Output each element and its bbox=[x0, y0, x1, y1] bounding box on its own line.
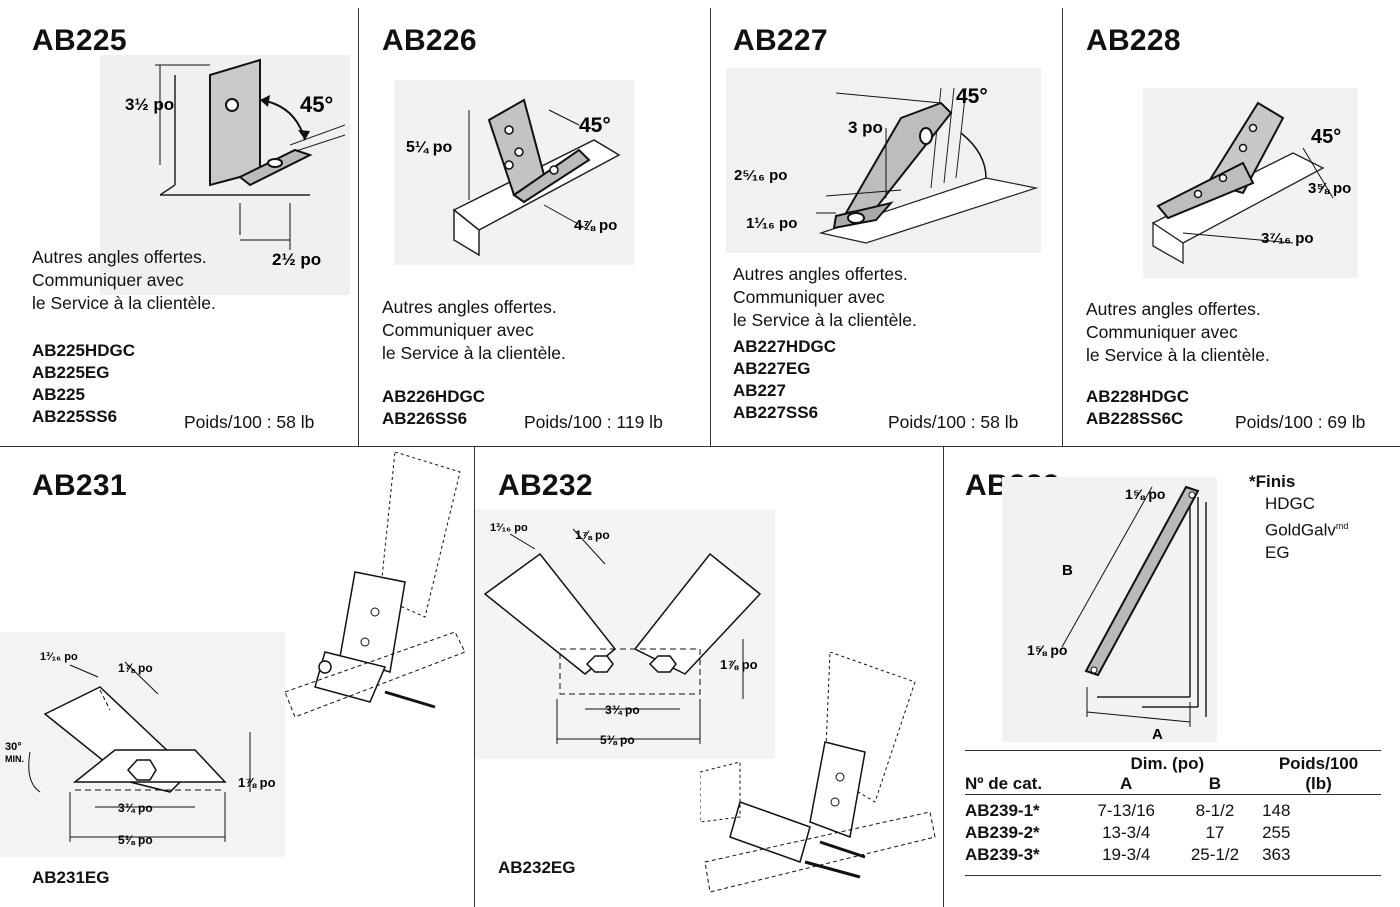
finishes-list: *Finis HDGC GoldGalvmd EG bbox=[1249, 471, 1348, 564]
dim-angle: 45° bbox=[956, 85, 988, 108]
ab231-drawing: 1³⁄₁₆ po 1⅞ po 30° MIN. 1⅞ po 3¾ po 5⅜ p… bbox=[0, 632, 285, 857]
note-text: Autres angles offertes. Communiquer avec… bbox=[382, 297, 566, 363]
dim-length: 3⁷⁄₁₆ po bbox=[1261, 230, 1314, 247]
dim-a: 1³⁄₁₆ po bbox=[40, 651, 78, 663]
note-text: Autres angles offertes. Communiquer avec… bbox=[1086, 299, 1270, 365]
b-header: B bbox=[1208, 774, 1222, 793]
dim-a: 1³⁄₁₆ po bbox=[490, 522, 528, 534]
table-rule bbox=[965, 875, 1381, 876]
finish-item: HDGC bbox=[1265, 494, 1316, 513]
part-codes: AB225HDGC AB225EG AB225 AB225SS6 bbox=[32, 341, 135, 426]
weight-text: Poids/100 : 58 lb bbox=[184, 412, 315, 432]
finishes-title: *Finis bbox=[1249, 472, 1296, 491]
dim-e: 5⅜ po bbox=[118, 833, 153, 847]
divider bbox=[943, 446, 944, 907]
dim-height: 3⅝ po bbox=[1308, 180, 1351, 197]
dim-mid: 2⁵⁄₁₆ po bbox=[734, 167, 787, 184]
cell-ab226: AB226 5¼ po 45° 4⅞ po Autres angles offe… bbox=[359, 0, 710, 446]
dim-b: B bbox=[1062, 562, 1073, 579]
dim-top: 1⅝ po bbox=[1125, 486, 1165, 502]
divider bbox=[710, 8, 711, 446]
part-code: AB232EG bbox=[498, 858, 576, 877]
note-text: Autres angles offertes. Communiquer avec… bbox=[32, 247, 216, 313]
dim-lower: 1¹⁄₁₆ po bbox=[746, 215, 797, 232]
table-rule bbox=[965, 750, 1381, 751]
part-codes: AB226HDGC AB226SS6 bbox=[382, 387, 485, 428]
dim-d: 3¾ po bbox=[118, 801, 153, 815]
dim-length: 2½ po bbox=[272, 250, 321, 269]
dim-upper: 3 po bbox=[848, 118, 883, 137]
divider bbox=[0, 446, 1400, 447]
ab239-drawing: 1⅝ po 1⅝ po B A bbox=[1002, 477, 1217, 742]
product-title: AB232 bbox=[498, 469, 593, 502]
part-code: AB231EG bbox=[32, 868, 110, 887]
finish-item: EG bbox=[1265, 542, 1290, 562]
note-text: Autres angles offertes. Communiquer avec… bbox=[733, 264, 917, 330]
dim-d: 3¾ po bbox=[605, 703, 640, 717]
ab226-drawing: 5¼ po 45° 4⅞ po bbox=[394, 80, 634, 265]
ab232-drawing: 1³⁄₁₆ po 1⅞ po 1⅞ po 3¾ po 5⅜ po bbox=[475, 509, 775, 759]
spec-table: Dim. (po) Poids/100 Nº de cat. A B (lb) … bbox=[965, 754, 1381, 866]
ab227-drawing: 3 po 45° 2⁵⁄₁₆ po 1¹⁄₁₆ po bbox=[726, 68, 1041, 253]
a-header: A bbox=[1120, 774, 1133, 793]
dim-a: A bbox=[1152, 726, 1163, 742]
trademark-mark: md bbox=[1335, 521, 1349, 531]
dim-angle: 45° bbox=[300, 92, 333, 117]
cell-ab225: AB225 3½ po 45° bbox=[0, 0, 358, 446]
part-codes: AB227HDGC AB227EG AB227 AB227SS6 bbox=[733, 337, 836, 422]
dim-b: 1⅞ po bbox=[118, 661, 153, 675]
cat-header: Nº de cat. bbox=[965, 774, 1043, 793]
ab225-drawing: 3½ po 45° 2½ po bbox=[100, 55, 350, 295]
product-title: AB228 bbox=[1086, 24, 1181, 57]
table-row: AB239-3* 19-3/4 25-1/2 363 bbox=[965, 845, 1291, 864]
cell-ab232: AB232 1³⁄₁₆ po 1⅞ po 1⅞ po 3¾ po 5⅜ po bbox=[475, 447, 943, 907]
product-title: AB226 bbox=[382, 24, 477, 57]
dim-height: 5¼ po bbox=[406, 139, 452, 156]
dim-angle: 45° bbox=[579, 114, 611, 137]
divider bbox=[1062, 8, 1063, 446]
part-codes: AB228HDGC AB228SS6C bbox=[1086, 387, 1189, 428]
dim-bottom: 1⅝ po bbox=[1027, 642, 1067, 658]
ab232-isometric bbox=[700, 652, 936, 893]
unit-header: (lb) bbox=[1305, 774, 1332, 793]
cell-ab228: AB228 45° 3⅝ po 3⁷⁄₁₆ po Autres angles o… bbox=[1063, 0, 1400, 446]
dim-e: 5⅜ po bbox=[600, 733, 635, 747]
divider bbox=[474, 446, 475, 907]
dim-min: MIN. bbox=[5, 754, 24, 764]
dim-length: 4⅞ po bbox=[574, 217, 617, 234]
weight-text: Poids/100 : 69 lb bbox=[1235, 412, 1366, 432]
ab228-drawing: 45° 3⅝ po 3⁷⁄₁₆ po bbox=[1143, 88, 1358, 278]
dim-height: 3½ po bbox=[125, 95, 174, 114]
product-title: AB225 bbox=[32, 24, 127, 57]
dim-angle: 45° bbox=[1311, 126, 1341, 148]
product-title: AB227 bbox=[733, 24, 828, 57]
product-title: AB231 bbox=[32, 469, 127, 502]
dim-header: Dim. (po) bbox=[1130, 754, 1205, 773]
ab231-isometric bbox=[285, 452, 466, 718]
dim-angle: 30° bbox=[5, 741, 22, 753]
dim-c: 1⅞ po bbox=[238, 775, 276, 790]
table-row: AB239-1* 7-13/16 8-1/2 148 bbox=[965, 801, 1291, 820]
weight-header: Poids/100 bbox=[1278, 754, 1359, 773]
dim-b: 1⅞ po bbox=[575, 528, 610, 542]
divider bbox=[358, 8, 359, 446]
cell-ab231: AB231 1³⁄₁₆ po 1⅞ po 30° MIN. 1⅞ po 3¾ p bbox=[0, 447, 474, 907]
weight-text: Poids/100 : 119 lb bbox=[524, 412, 663, 432]
dim-c: 1⅞ po bbox=[720, 657, 758, 672]
cell-ab227: AB227 3 po 45° 2⁵⁄₁₆ po 1¹⁄₁₆ po Aut bbox=[711, 0, 1062, 446]
cell-ab239: AB239 1⅝ po 1⅝ po B A *Finis HDGC bbox=[944, 447, 1400, 907]
table-row: AB239-2* 13-3/4 17 255 bbox=[965, 823, 1291, 842]
finish-item: GoldGalvmd bbox=[1265, 520, 1349, 540]
weight-text: Poids/100 : 58 lb bbox=[888, 412, 1019, 432]
